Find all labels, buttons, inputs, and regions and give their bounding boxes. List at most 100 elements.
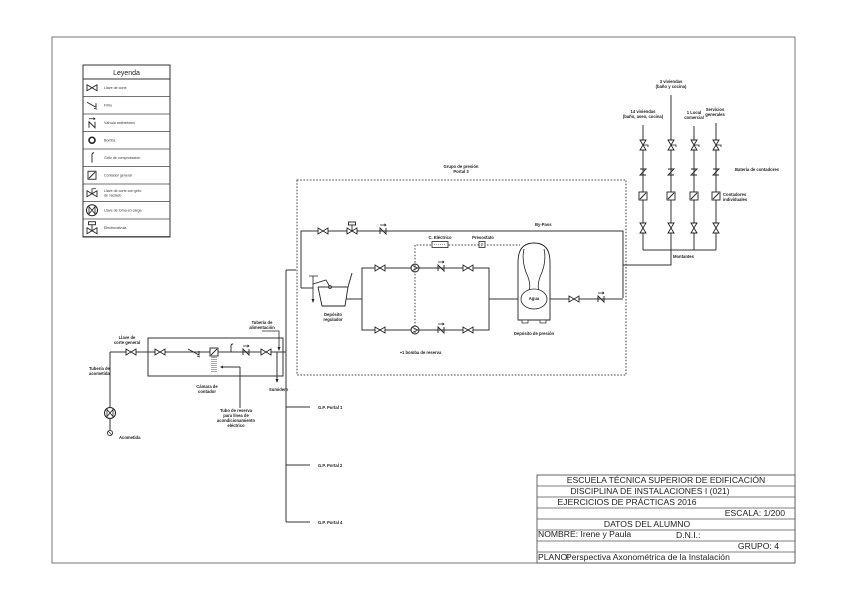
svg-text:P: P (481, 242, 484, 247)
filter-icon (86, 101, 98, 110)
legend-row: Llave de toma en carga (83, 204, 170, 220)
gate-valve-icon (260, 348, 272, 356)
check-valve-icon (437, 260, 445, 272)
drain-valve-icon (690, 139, 700, 151)
individual-meter-icon (638, 191, 648, 201)
meter-chamber (147, 337, 284, 377)
solenoid-valve-icon (86, 221, 98, 235)
legend-label: Contador general (104, 174, 132, 178)
check-valve-icon (242, 344, 250, 356)
gate-valve-icon (667, 222, 675, 234)
legend-row: Contador general (83, 170, 170, 185)
drain-valve-icon (639, 139, 649, 151)
distribution-riser: G.P. Portal 1 G.P. Portal 2 G.P. Portal … (285, 269, 343, 525)
label-gp-portal-4: G.P. Portal 4 (318, 520, 343, 525)
legend-row: Grifo de comprobación (83, 152, 170, 167)
svg-text:By-Pass: By-Pass (535, 222, 552, 227)
legend-row: Filtro (83, 101, 170, 115)
legend-label: Válvula antirretorno (104, 121, 135, 125)
title-student-data: DATOS DEL ALUMNO (604, 519, 691, 529)
title-name: NOMBRE: Irene y Paula (538, 529, 631, 539)
label-gp-portal-1: G.P. Portal 1 (318, 405, 343, 410)
regulator-tank (317, 286, 349, 307)
title-discipline: DISCIPLINA DE INSTALACIONES I (021) (570, 486, 729, 496)
tapping-valve-icon (104, 407, 116, 419)
individual-meter-icon (666, 191, 676, 201)
gate-valve-icon (374, 264, 386, 272)
general-shutoff-valve-icon (125, 348, 137, 356)
gate-valve-icon (462, 264, 474, 272)
general-meter-icon (87, 170, 97, 180)
pressure-group-boundary (296, 179, 627, 376)
legend-title: Leyenda (113, 70, 140, 77)
legend-label: Llave de corte (104, 86, 127, 90)
test-tap-icon (91, 152, 95, 163)
pressure-vessel: Agua (517, 242, 551, 324)
title-exercises: EJERCICIOS DE PRÁCTICAS 2016 (558, 497, 697, 507)
svg-text:Depósito de presión: Depósito de presión (514, 331, 555, 336)
check-valve-icon (88, 117, 96, 129)
svg-text:1 bomba de reserva: 1 bomba de reserva (402, 350, 442, 355)
reserve-conduit (211, 357, 217, 372)
gate-valve-icon (86, 84, 98, 92)
check-valve-icon (597, 291, 605, 303)
solenoid-valve-icon (346, 221, 358, 235)
drain-valve-icon (86, 188, 98, 198)
title-scale: ESCALA: 1/200 (725, 508, 785, 518)
pump-icon (88, 136, 96, 145)
svg-text:3 viviendas(baño y cocina): 3 viviendas(baño y cocina) (656, 79, 687, 89)
filter-icon (187, 348, 201, 358)
drawing-frame (51, 36, 796, 564)
riser (711, 123, 722, 250)
legend-row: Válvula antirretorno (83, 117, 170, 132)
legend-row: Electroválvula (83, 221, 170, 237)
tapping-valve-icon (86, 204, 98, 217)
svg-text:14 viviendas(baño, aseo, cocin: 14 viviendas(baño, aseo, cocina) (623, 109, 664, 119)
general-meter-icon (209, 347, 219, 357)
meter-battery: 3 viviendas(baño y cocina) 14 viviendas(… (623, 79, 780, 266)
svg-text:Batería de contadores: Batería de contadores (735, 167, 780, 172)
gate-valve-icon (712, 222, 720, 234)
individual-meter-icon (689, 191, 699, 201)
legend-label: Grifo de comprobación (104, 156, 140, 160)
drain-valve-icon (712, 139, 722, 151)
legend-label: Llave de toma en carga (104, 209, 142, 213)
gate-valve-icon (568, 295, 580, 303)
svg-text:Sumidero: Sumidero (269, 387, 289, 392)
legend-row: Llave de corte (83, 84, 170, 97)
legend-label: Filtro (104, 104, 112, 108)
riser (666, 95, 677, 250)
svg-text:Acometida: Acometida (119, 435, 141, 440)
test-tap-icon (230, 343, 234, 352)
title-plan-label: PLANO: (538, 552, 570, 562)
gate-valve-icon (154, 348, 166, 356)
gate-valve-icon (374, 326, 386, 334)
gate-valve-icon (639, 222, 647, 234)
title-block: ESCUELA TÉCNICA SUPERIOR DE EDIFICACIÓN … (536, 474, 796, 564)
check-valve-icon (437, 322, 445, 334)
svg-text:Presostato: Presostato (472, 235, 494, 240)
svg-text:Agua: Agua (529, 296, 540, 301)
check-valve-icon (379, 223, 387, 235)
drain-valve-icon (667, 139, 677, 151)
gate-valve-icon (462, 326, 474, 334)
individual-meter-icon (711, 191, 721, 201)
title-group: GRUPO: 4 (738, 541, 779, 551)
label-gp-portal-2: G.P. Portal 2 (318, 463, 343, 468)
